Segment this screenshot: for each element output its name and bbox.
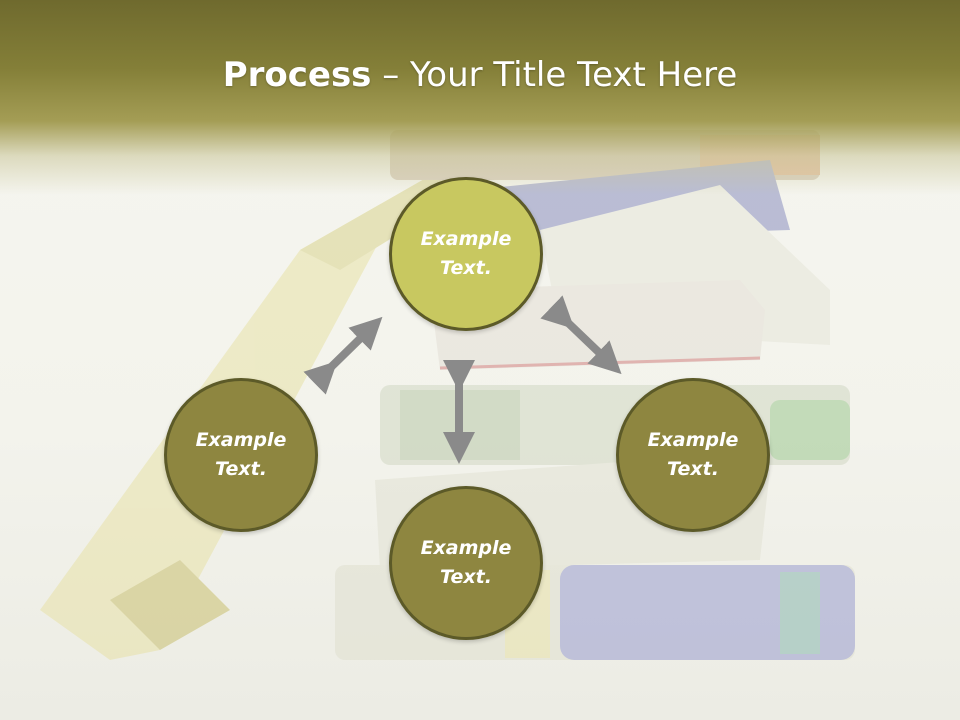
double-arrow-icon [540,295,622,375]
node-text-line1: Example [195,429,287,451]
page-title[interactable]: Process – Your Title Text Here [0,52,960,98]
double-arrow-icon [303,316,383,395]
node-text-line2: Text. [215,458,267,480]
node-text-line2: Text. [440,566,492,588]
node-text-line2: Text. [440,257,492,279]
node-text-line1: Example [647,429,739,451]
title-bold: Process [222,55,372,95]
title-rest: – Your Title Text Here [371,55,738,95]
title-bar [0,0,960,195]
node-text-line2: Text. [667,458,719,480]
node-text-line1: Example [420,228,512,250]
node-text-line1: Example [420,537,512,559]
